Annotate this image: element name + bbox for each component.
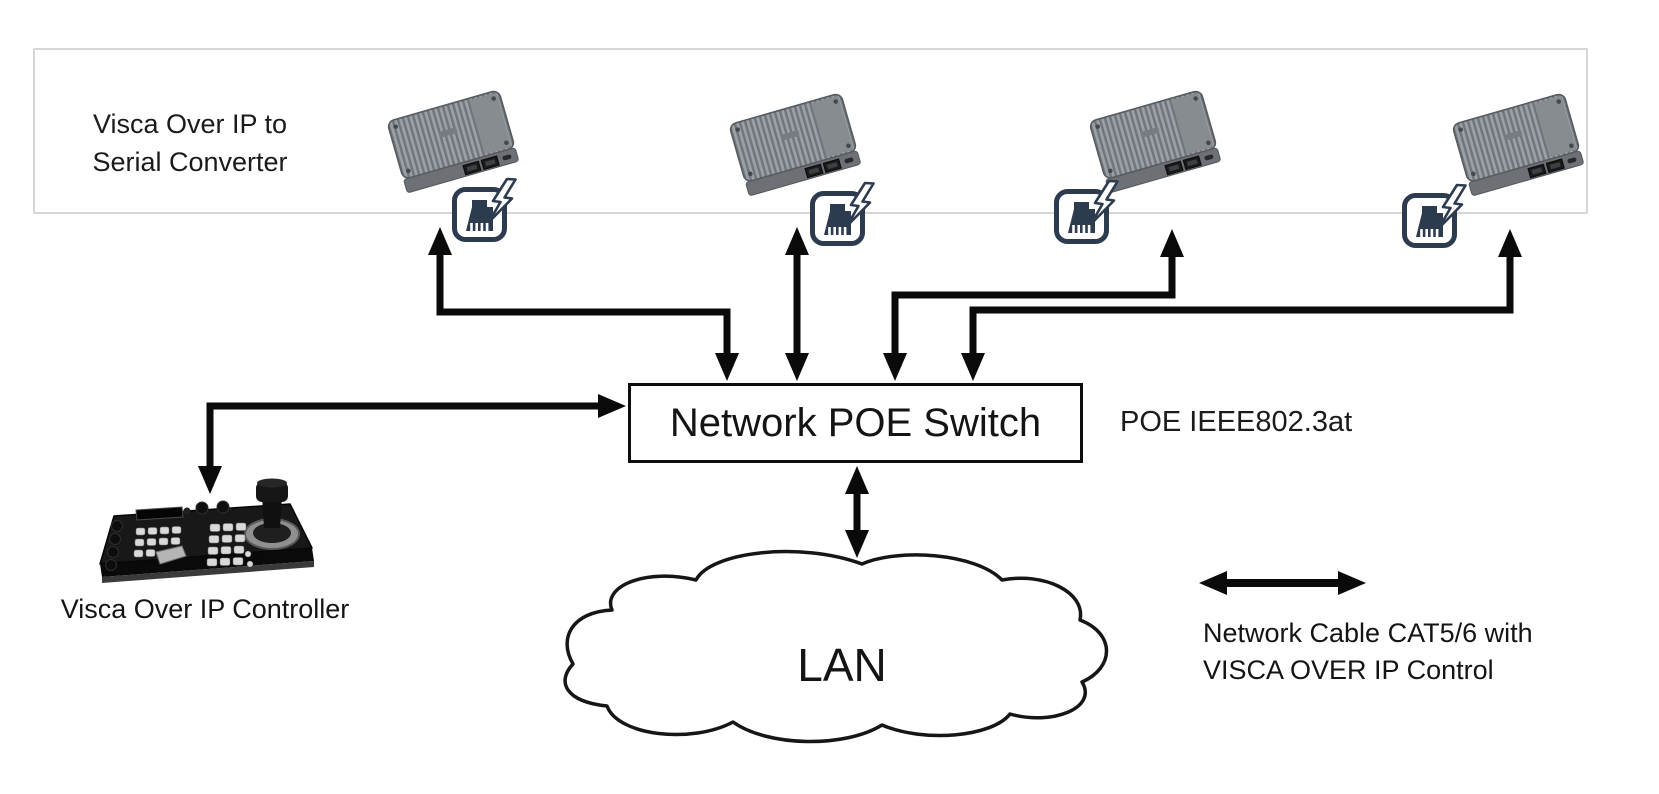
controller-zoom-lever: [155, 545, 187, 565]
joystick-knob: [256, 482, 288, 502]
converter-group-label-line1: Visca Over IP to: [92, 109, 288, 139]
arrow-converter4-switch: [961, 229, 1522, 381]
arrow-converter2-switch: [785, 227, 809, 381]
controller-lcd: [135, 506, 184, 521]
converter-group-label-line2: Serial Converter: [92, 147, 288, 177]
controller-image: [99, 478, 314, 583]
network-poe-switch-box: Network POE Switch: [628, 383, 1083, 463]
network-poe-switch-label: Network POE Switch: [669, 400, 1042, 445]
lan-label: LAN: [797, 639, 887, 691]
arrow-converter1-switch: [428, 227, 739, 381]
legend-label-line1: Network Cable CAT5/6 with: [1203, 618, 1533, 648]
controller-keypad: [133, 522, 254, 568]
poe-injector-icon-2: [808, 180, 882, 248]
poe-standard-label: POE IEEE802.3at: [1120, 406, 1353, 438]
poe-injector-icon-4: [1400, 182, 1474, 250]
legend-label-line2: VISCA OVER IP Control: [1203, 655, 1494, 685]
cable-legend-arrow: [1199, 571, 1366, 595]
poe-injector-icon-1: [450, 176, 524, 244]
converter-group-label: Visca Over IP to Serial Converter: [60, 105, 320, 181]
controller-label: Visca Over IP Controller: [60, 594, 350, 624]
legend-label: Network Cable CAT5/6 with VISCA OVER IP …: [1203, 615, 1543, 689]
arrow-switch-lan: [845, 466, 869, 558]
poe-injector-icon-3: [1052, 178, 1126, 246]
arrow-converter3-switch: [883, 229, 1184, 381]
